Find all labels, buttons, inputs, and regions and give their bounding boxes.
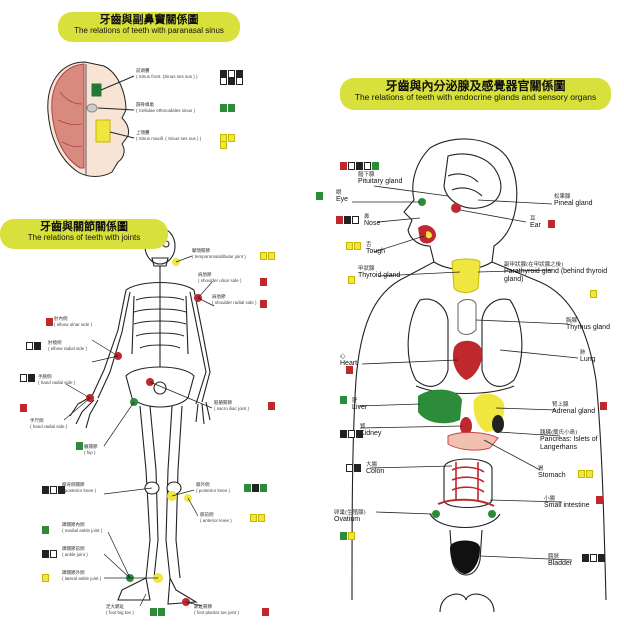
joints-title-en: The relations of teeth with joints (27, 233, 141, 243)
endocrine-title-zh: 牙齒與內分泌腺及感覺器官關係圖 (385, 79, 566, 93)
tooth-chart-icon (76, 442, 83, 450)
tooth-chart-icon (46, 318, 53, 326)
joint-label-medial-ankle: 踝關節內側( medial ankle joint ) (62, 523, 103, 533)
joints-panel-title: 牙齒與關節關係圖 The relations of teeth with joi… (0, 219, 168, 249)
joint-label-tmj: 顳顎關節( temporomandibular joint ) (192, 249, 246, 259)
tooth-chart-icon (346, 242, 361, 250)
sinus-label-maxillary: 上顎竇( Sinus maxill. ( Sinus ses sus ) ) (136, 131, 202, 141)
joint-label-plantar-toe: 蹠趾關節( foot plantar toe joint ) (194, 605, 240, 615)
joint-label-lateral-ankle: 踝關節外側( lateral ankle joint ) (62, 571, 102, 581)
tooth-chart-icon (582, 554, 605, 562)
tooth-chart-icon (20, 374, 35, 382)
endocrine-title-en: The relations of teeth with endocrine gl… (354, 92, 597, 103)
tooth-chart-icon (42, 574, 49, 582)
joint-label-hip: 髖關節( hip ) (84, 445, 98, 455)
tooth-chart-icon (26, 342, 41, 350)
joint-label-hand-radial: 手腕側( hand radial side ) (38, 375, 76, 385)
tooth-chart-icon (340, 162, 379, 170)
joint-label-elbow-radial: 肘橈側( elbow radial side ) (48, 341, 88, 351)
tooth-chart-icon (600, 402, 607, 410)
tooth-chart-icon (150, 608, 165, 616)
sinus-title-en: The relations of teeth with paranasal si… (74, 26, 224, 36)
tooth-chart-icon (346, 464, 361, 472)
organ-label-parathyroid: 副甲狀腺(在甲狀腺之後)Parathyroid gland (behind th… (504, 262, 608, 283)
joint-leader-lines (63, 255, 215, 607)
tooth-chart-icon (42, 486, 65, 494)
joint-label-hand-ulnar: 手尺側( hand radial side ) (30, 419, 68, 429)
tooth-chart-icon (336, 216, 359, 224)
tooth-chart-icon (340, 396, 347, 404)
joint-label-elbow-ulnar: 肘內側( elbow ulnar side ) (54, 317, 93, 327)
tooth-chart-icon (346, 366, 353, 374)
tooth-chart-icon (548, 220, 555, 228)
joint-label-posterior-knee: 膝背側關節( posterior knee ) (62, 483, 97, 493)
joint-label-anterior-knee: 膝前側( anterior knee ) (200, 513, 232, 523)
tooth-chart-icon (260, 300, 267, 308)
tooth-chart-icon (20, 404, 27, 412)
tooth-chart-icon (42, 550, 57, 558)
endocrine-panel-title: 牙齒與內分泌腺及感覺器官關係圖 The relations of teeth w… (340, 78, 611, 110)
tooth-chart-icon (260, 278, 267, 286)
sinus-panel-title: 牙齒與副鼻竇關係圖 The relations of teeth with pa… (58, 12, 240, 42)
organ-leader-lines (352, 185, 579, 561)
tooth-chart-icon (260, 252, 275, 260)
tooth-chart-icon (220, 70, 243, 78)
tooth-chart-icon (340, 532, 355, 540)
organ-fills (418, 198, 505, 574)
tooth-chart-icon (596, 496, 603, 504)
tooth-chart-icon (578, 470, 593, 478)
tooth-chart-icon (220, 77, 243, 85)
joint-label-ankle: 踝關節前側( ankle joint ) (62, 547, 88, 557)
joints-title-zh: 牙齒與關節關係圖 (40, 220, 128, 233)
tooth-chart-icon (590, 290, 597, 298)
tooth-chart-icon (220, 141, 227, 149)
tooth-chart-icon (250, 514, 265, 522)
tooth-chart-icon (340, 430, 363, 438)
sinus-label-frontal: 前頭竇( Sinus front. (Sinus ses sus ) ) (136, 69, 198, 79)
joint-label-knee-lateral: 膝外側( posterior knee ) (196, 483, 231, 493)
tooth-chart-icon (262, 608, 269, 616)
tooth-chart-icon (316, 192, 323, 200)
joint-label-sacroiliac: 骶骼關節( sacro iliac joint ) (214, 401, 250, 411)
tooth-chart-icon (268, 402, 275, 410)
joint-label-shoulder-ulnar: 肩肋節( shoulder ulnar side ) (198, 273, 242, 283)
face-illustration (47, 61, 135, 177)
tooth-chart-icon (220, 104, 235, 112)
tooth-chart-icon (244, 484, 267, 492)
tooth-chart-icon (348, 276, 355, 284)
organ-label-pancreas: 胰臟(蘭氏小島)Pancreas: Islets of Langerhans (540, 430, 598, 451)
organ-label-ovary: 卵巢(生殖腺)Ovatium (334, 510, 366, 524)
joint-label-shoulder-radial: 肩肋節( shoulder radial side ) (212, 295, 257, 305)
tooth-chart-icon (42, 526, 49, 534)
sinus-label-ethmoid: 篩骨蜂巢( Cellulae ethmoidales sinus ) (136, 103, 196, 113)
skeleton-illustration (69, 227, 211, 605)
joint-label-big-toe: 足大蹠趾( foot big toe ) (106, 605, 134, 615)
torso-illustration (351, 138, 607, 613)
sinus-title-zh: 牙齒與副鼻竇關係圖 (99, 13, 199, 26)
